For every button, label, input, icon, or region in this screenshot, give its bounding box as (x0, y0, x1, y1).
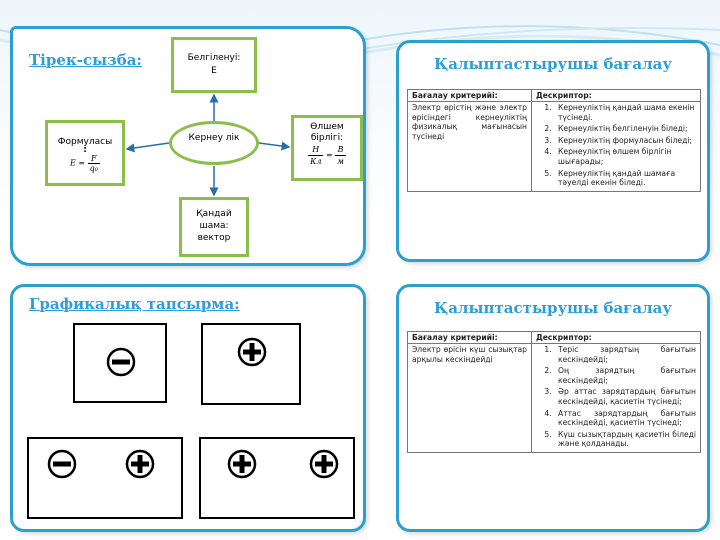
charge-box-3[interactable] (27, 437, 183, 519)
criteria-header: Бағалау критерийі: (407, 89, 532, 102)
quantity-type-label: Қандай шама: вектор (196, 209, 232, 243)
list-item: Күш сызықтардың қасиетін біледі және қол… (554, 430, 696, 449)
assessment-1-table: Бағалау критерийі: Дескриптор: Электр өр… (407, 89, 701, 192)
formula-colon: : (83, 145, 87, 155)
list-item: Кернеуліктің өлшем бірлігін шығарады; (554, 147, 696, 166)
descriptor-cell: Теріс зарядтың бағытын кескіндейді; Оң з… (531, 343, 701, 453)
graphic-task-panel: Графикалық тапсырма: (10, 284, 366, 532)
charge-box-4[interactable] (199, 437, 355, 519)
charge-box-2[interactable] (201, 323, 301, 405)
descriptor-list: Кернеуліктің қандай шама екенін түсінеді… (536, 103, 696, 188)
reference-diagram-panel: Тірек-сызба: Белгіленуі: E Кернеу лік Фо… (10, 26, 366, 266)
criteria-header: Бағалау критерийі: (407, 331, 532, 344)
graphic-task-title: Графикалық тапсырма: (29, 295, 240, 313)
unit-expression: Н Кл = В м (308, 145, 346, 166)
list-item: Кернеуліктің белгіленуін біледі; (554, 124, 696, 134)
assessment-1-title: Қалыптастырушы бағалау (434, 55, 672, 73)
descriptor-header: Дескриптор: (531, 89, 701, 102)
plus-charge-icon (125, 449, 155, 479)
formula-fraction: F q₀ (87, 154, 100, 173)
arrow-right (258, 141, 291, 151)
assessment-2-table: Бағалау критерийі: Дескриптор: Электр өр… (407, 331, 701, 453)
list-item: Кернеуліктің формуласын біледі; (554, 136, 696, 146)
plus-charge-icon (237, 337, 267, 367)
list-item: Әр аттас зарядтардың бағытын кескіндейді… (554, 387, 696, 406)
center-concept-label: Кернеу лік (188, 133, 240, 143)
list-item: Кернеуліктің қандай шама екенін түсінеді… (554, 103, 696, 122)
descriptor-list: Теріс зарядтың бағытын кескіндейді; Оң з… (536, 345, 696, 449)
minus-charge-icon (106, 347, 136, 377)
list-item: Теріс зарядтың бағытын кескіндейді; (554, 345, 696, 364)
plus-charge-icon (309, 449, 339, 479)
minus-charge-icon (47, 449, 77, 479)
formula-label: Формуласы (57, 137, 113, 147)
notation-symbol: E (211, 66, 217, 76)
list-item: Оң зарядтың бағытын кескіндейді; (554, 366, 696, 385)
quantity-type-box: Қандай шама: вектор (179, 197, 249, 257)
formula-expression: E = F q₀ (70, 154, 100, 173)
descriptor-cell: Кернеуліктің қандай шама екенін түсінеді… (531, 101, 701, 192)
reference-diagram-title: Тірек-сызба: (29, 51, 142, 69)
notation-box: Белгіленуі: E (171, 37, 257, 93)
descriptor-header: Дескриптор: (531, 331, 701, 344)
unit-label: Өлшем бірлігі: (310, 122, 344, 143)
assessment-2-title: Қалыптастырушы бағалау (434, 299, 672, 317)
charge-box-1[interactable] (73, 323, 167, 403)
plus-charge-icon (227, 449, 257, 479)
list-item: Аттас зарядтардың бағытын кескіндейді, қ… (554, 409, 696, 428)
formula-box: Формуласы : E = F q₀ (45, 120, 125, 186)
assessment-panel-1: Қалыптастырушы бағалау Бағалау критерийі… (396, 40, 710, 262)
criteria-text: Электр өрісін күш сызықтар арқылы кескін… (407, 343, 532, 453)
center-concept: Кернеу лік (169, 121, 259, 165)
notation-label: Белгіленуі: (187, 53, 241, 63)
criteria-text: Электр өрістің және электр өрісіндегі ке… (407, 101, 532, 192)
assessment-panel-2: Қалыптастырушы бағалау Бағалау критерийі… (396, 284, 710, 532)
list-item: Кернеуліктің қандай шамаға тәуелді екені… (554, 169, 696, 188)
arrow-left (125, 142, 170, 153)
unit-box: Өлшем бірлігі: Н Кл = В м (291, 115, 363, 181)
